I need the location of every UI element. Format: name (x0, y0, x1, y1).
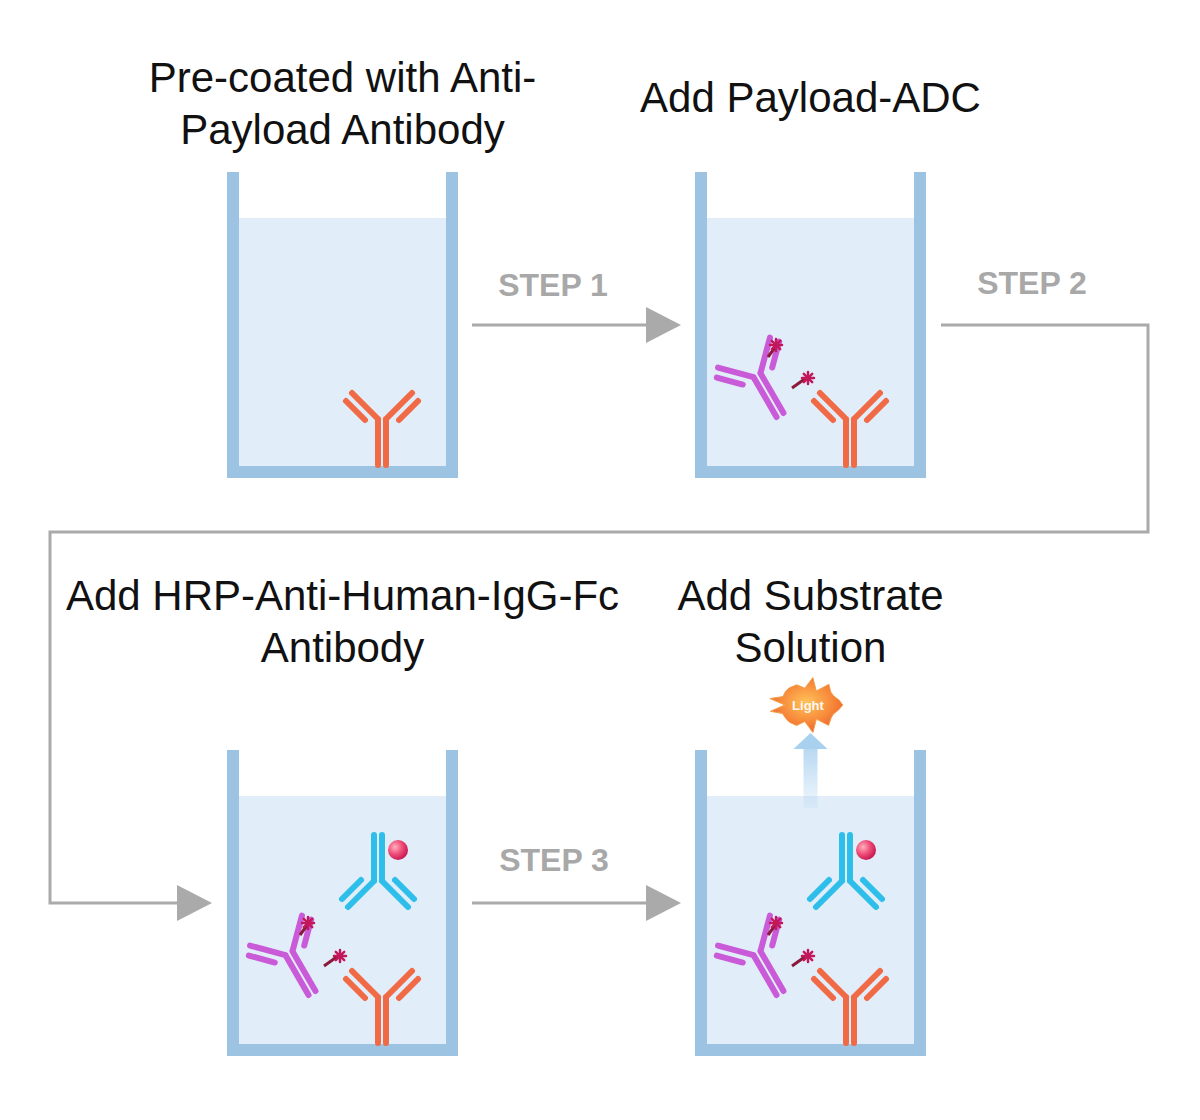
linker (324, 956, 338, 966)
anti-payload-antibody (346, 393, 418, 465)
step-arrow (472, 307, 681, 343)
well-outline (227, 750, 458, 1056)
assay-well: Add Payload-ADC (695, 172, 926, 478)
linker (792, 956, 806, 966)
assay-well: Pre-coated with Anti-Payload Antibody (227, 172, 458, 478)
payload-star (770, 339, 782, 351)
step-arrow (50, 325, 1148, 921)
step-label: STEP 1 (498, 267, 608, 304)
light-burst-node: Light (767, 677, 849, 733)
assay-well: Add Substrate Solution (695, 750, 926, 1056)
adc-antibody (713, 335, 811, 433)
linker (792, 378, 806, 388)
step-heading: Add Payload-ADC (611, 72, 1011, 124)
linker (768, 346, 776, 357)
hrp-antibody (342, 835, 414, 907)
well-outline (695, 172, 926, 478)
linker (768, 924, 776, 935)
well-outline (227, 172, 458, 478)
anti-payload-antibody (814, 971, 886, 1043)
anti-payload-antibody (814, 393, 886, 465)
payload-star (770, 917, 782, 929)
light-text: Light (767, 677, 849, 733)
payload-star (334, 950, 346, 962)
step-label: STEP 3 (499, 842, 609, 879)
step-heading: Add Substrate Solution (651, 570, 971, 674)
assay-well: Add HRP-Anti-Human-IgG-Fc Antibody (227, 750, 458, 1056)
payload-star (302, 917, 314, 929)
step-heading: Pre-coated with Anti-Payload Antibody (108, 52, 578, 156)
hrp-antibody (810, 835, 882, 907)
well-outline (695, 750, 926, 1056)
hrp-ball (388, 840, 408, 860)
step-label: STEP 2 (977, 265, 1087, 302)
adc-antibody (713, 913, 811, 1011)
hrp-ball (856, 840, 876, 860)
payload-star (802, 372, 814, 384)
anti-payload-antibody (346, 971, 418, 1043)
step-arrow (794, 733, 828, 808)
linker (300, 924, 308, 935)
step-heading: Add HRP-Anti-Human-IgG-Fc Antibody (33, 570, 653, 674)
adc-antibody (245, 913, 343, 1011)
payload-star (802, 950, 814, 962)
step-arrow (472, 885, 681, 921)
